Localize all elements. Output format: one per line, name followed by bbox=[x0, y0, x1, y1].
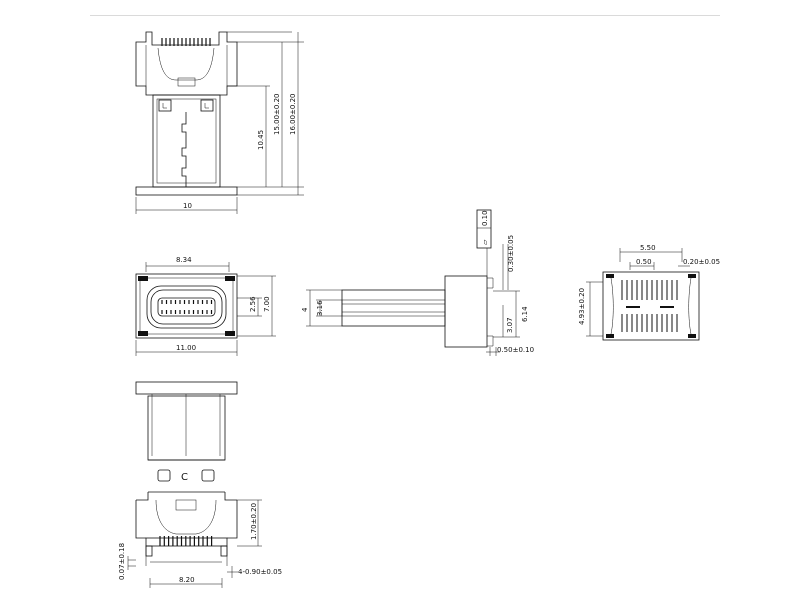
bottom-tab-label: 0.07±0.18 bbox=[118, 543, 126, 580]
right-height-label: 4.93±0.20 bbox=[578, 288, 586, 325]
flatness-symbol: ⏥ bbox=[481, 239, 489, 245]
front-outer-height-label: 7.00 bbox=[263, 296, 271, 312]
bottom-view: C 8.20 1.70±0.20 4-0.90±0.05 0.07±0.18 bbox=[118, 381, 282, 588]
front-pin-rows bbox=[161, 300, 213, 314]
right-pin-rows bbox=[621, 280, 678, 332]
bottom-center-letter: C bbox=[181, 472, 188, 483]
flatness-value: 0.10 bbox=[481, 210, 489, 226]
front-overall-width-label: 11.00 bbox=[176, 344, 196, 352]
bottom-pins-label: 4-0.90±0.05 bbox=[238, 568, 282, 576]
top-height-a-label: 10.45 bbox=[257, 130, 265, 150]
front-view: 8.34 11.00 2.56 7.00 bbox=[135, 256, 276, 356]
bottom-width-label: 8.20 bbox=[179, 576, 195, 584]
top-height-c-label: 16.00±0.20 bbox=[289, 94, 297, 136]
top-height-b-label: 15.00±0.20 bbox=[273, 94, 281, 136]
bottom-pin-row bbox=[159, 536, 213, 546]
bottom-leg-label: 1.70±0.20 bbox=[250, 503, 258, 540]
right-pitch-label: 0.50 bbox=[636, 258, 652, 266]
side-view: 6.14 3.07 ⏥ 0.10 0.30±0.05 0.50±0.10 4 3… bbox=[301, 209, 534, 356]
right-pad-label: 0.20±0.05 bbox=[683, 258, 720, 266]
side-pin-pitch-label: 0.50±0.10 bbox=[497, 346, 534, 354]
side-plug-inner-label: 3.16 bbox=[316, 300, 324, 316]
side-pin-width-label: 0.30±0.05 bbox=[507, 235, 515, 272]
top-width-label: 10 bbox=[183, 202, 192, 210]
right-view: 5.50 0.50 0.20±0.05 4.93±0.20 bbox=[578, 244, 720, 341]
side-body-height-label: 6.14 bbox=[521, 306, 529, 322]
top-divider-line bbox=[90, 15, 720, 16]
side-pin-offset-label: 3.07 bbox=[506, 317, 514, 333]
top-view: 10 10.45 15.00±0.20 16.00±0.20 bbox=[135, 31, 304, 214]
front-inner-height-label: 2.56 bbox=[249, 296, 257, 312]
right-span-label: 5.50 bbox=[640, 244, 656, 252]
side-plug-height-label: 4 bbox=[301, 307, 309, 312]
front-opening-width-label: 8.34 bbox=[176, 256, 192, 264]
